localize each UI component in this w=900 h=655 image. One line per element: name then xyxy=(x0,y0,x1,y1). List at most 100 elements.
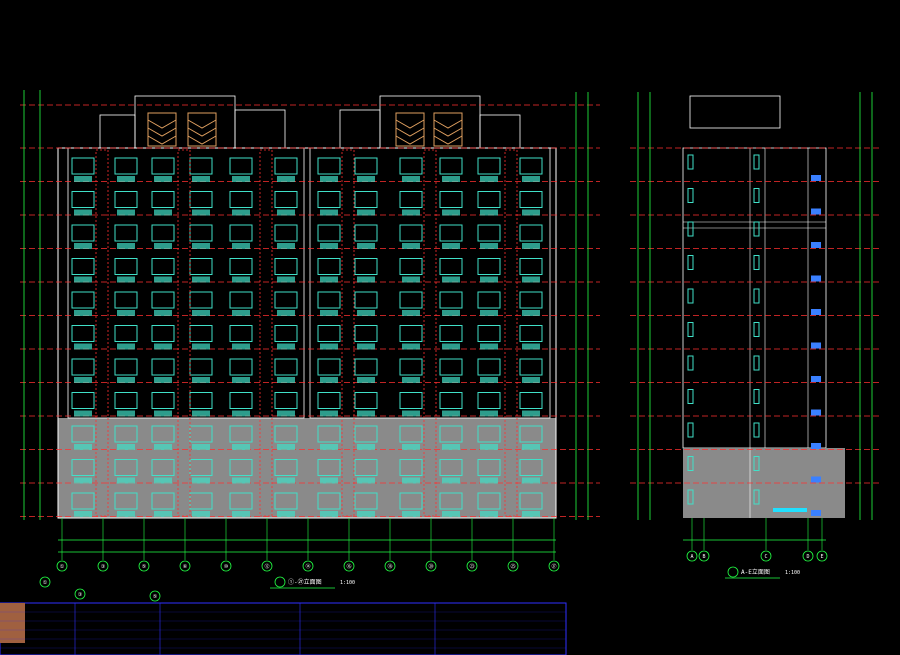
window xyxy=(477,425,501,443)
axis-bubble xyxy=(97,560,109,572)
balcony-rail xyxy=(357,343,375,350)
side-window xyxy=(687,422,694,438)
balcony-rail xyxy=(277,176,295,182)
window xyxy=(354,224,378,242)
side-axis-bubble-label: E xyxy=(820,554,823,560)
balcony-rail xyxy=(117,276,135,283)
balcony-rail xyxy=(74,209,92,216)
window xyxy=(354,157,378,175)
balcony-rail xyxy=(442,477,460,484)
axis-bubble xyxy=(138,560,150,572)
balcony-rail xyxy=(522,343,540,350)
window xyxy=(189,492,213,510)
window xyxy=(274,224,298,242)
balcony-rail xyxy=(74,377,92,383)
balcony-rail xyxy=(320,343,338,350)
balcony-rail xyxy=(522,410,540,417)
balcony-rail xyxy=(117,209,135,216)
window xyxy=(439,492,463,510)
building-outline xyxy=(57,147,557,519)
window xyxy=(71,258,95,275)
balcony-rail xyxy=(402,209,420,216)
window xyxy=(519,191,543,208)
window xyxy=(229,157,253,175)
balcony-rail xyxy=(74,243,92,249)
window xyxy=(274,291,298,309)
balcony-rail xyxy=(154,176,172,182)
balcony-rail xyxy=(154,410,172,417)
side-window xyxy=(753,355,760,371)
side-balcony xyxy=(811,476,821,483)
window xyxy=(229,191,253,208)
balcony-rail xyxy=(480,377,498,383)
balcony-rail xyxy=(522,511,540,517)
window xyxy=(114,258,138,275)
balcony-rail xyxy=(320,176,338,182)
side-window xyxy=(753,188,760,203)
window xyxy=(399,492,423,510)
tower-facade-right xyxy=(309,147,551,419)
window xyxy=(151,358,175,376)
left-dimension-chain xyxy=(23,90,41,520)
balcony-rail xyxy=(442,410,460,417)
axis-bubble xyxy=(302,560,314,572)
side-axis-bubble xyxy=(686,550,698,562)
axis-bubble-lower-label: ⑤ xyxy=(153,594,158,600)
axis-bubble xyxy=(425,560,437,572)
balcony-rail xyxy=(74,410,92,417)
side-balcony xyxy=(811,208,821,215)
balcony-rail xyxy=(480,176,498,182)
balcony-rail xyxy=(117,410,135,417)
balcony-rail xyxy=(154,276,172,283)
balcony-rail xyxy=(522,276,540,283)
side-podium xyxy=(683,448,845,518)
side-axis-bubble-label: A xyxy=(690,554,693,560)
window xyxy=(71,392,95,409)
window xyxy=(439,258,463,275)
balcony-rail xyxy=(320,377,338,383)
side-balcony xyxy=(811,342,821,349)
axis-bubble-label: ⑤ xyxy=(142,564,147,570)
balcony-rail xyxy=(442,209,460,216)
balcony-rail xyxy=(192,310,210,316)
axis-bubble-label: ⑳ xyxy=(428,563,433,570)
balcony-rail xyxy=(277,444,295,450)
window xyxy=(519,291,543,309)
balcony-rail xyxy=(320,276,338,283)
stair-shaft xyxy=(177,149,191,517)
side-balcony xyxy=(811,409,821,416)
window xyxy=(151,291,175,309)
side-balcony xyxy=(811,175,821,181)
side-window xyxy=(753,154,760,170)
window xyxy=(354,358,378,376)
stair-shaft xyxy=(423,149,437,517)
balcony-rail xyxy=(277,343,295,350)
side-elevation-title: A-E立面图 1:100 xyxy=(725,566,800,579)
window xyxy=(399,392,423,409)
window xyxy=(274,392,298,409)
balcony-rail xyxy=(192,343,210,350)
window xyxy=(439,325,463,342)
balcony-rail xyxy=(480,209,498,216)
window xyxy=(519,157,543,175)
window xyxy=(229,459,253,476)
balcony-rail xyxy=(522,477,540,484)
balcony-rail xyxy=(522,377,540,383)
balcony-rail xyxy=(320,410,338,417)
side-axis-bubble-label: C xyxy=(764,554,767,560)
balcony-rail xyxy=(117,511,135,517)
axis-bubble-label: ⑥ xyxy=(183,564,188,570)
axis-bubble xyxy=(56,560,68,572)
balcony-rail xyxy=(480,276,498,283)
axis-bubble-label: ㉗ xyxy=(551,563,556,570)
side-window xyxy=(753,422,760,438)
side-window xyxy=(753,389,760,404)
balcony-rail xyxy=(277,209,295,216)
window xyxy=(71,425,95,443)
balcony-rail xyxy=(192,243,210,249)
window xyxy=(229,291,253,309)
balcony-rail xyxy=(442,243,460,249)
side-axis-bubble-label: B xyxy=(702,554,705,560)
